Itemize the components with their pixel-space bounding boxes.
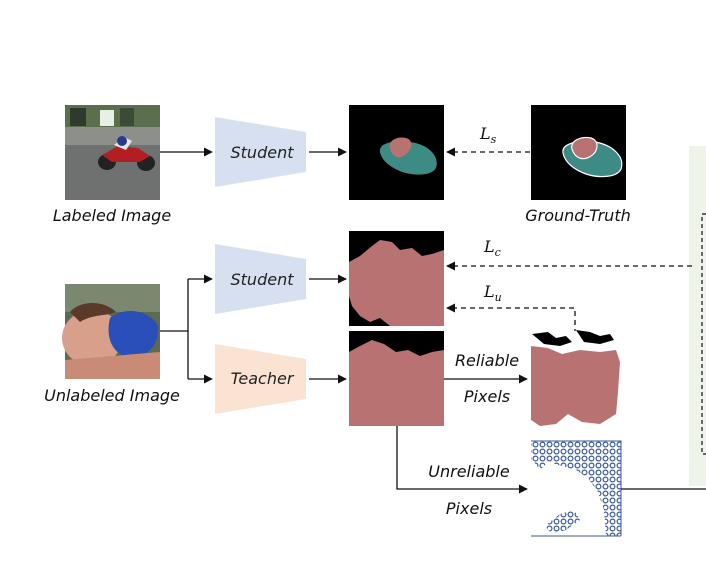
unlabeled-image-photo xyxy=(62,284,160,379)
student-mid-network xyxy=(215,244,306,314)
loss-c-label: Lc xyxy=(483,237,501,259)
loss-u-label: Lu xyxy=(483,282,502,304)
student-mid-label: Student xyxy=(231,270,295,289)
reliable-pixels-mask xyxy=(531,330,626,426)
loss-u-dashed-arrow xyxy=(446,303,576,334)
unlabeled-image-label: Unlabeled Image xyxy=(44,386,180,405)
side-panel-dashed-line xyxy=(701,213,706,455)
student-unlabeled-prediction-mask xyxy=(349,231,444,326)
ground-truth-label: Ground-Truth xyxy=(525,206,630,225)
reliable-label-1: Reliable xyxy=(455,351,519,370)
unreliable-label-1: Unreliable xyxy=(428,462,510,481)
teacher-prediction-mask xyxy=(349,331,444,426)
unreliable-label-2: Pixels xyxy=(446,499,492,518)
ground-truth-mask xyxy=(531,105,626,200)
teacher-label: Teacher xyxy=(231,369,295,388)
student-top-network xyxy=(215,117,306,187)
side-panel xyxy=(689,146,706,486)
reliable-label-2: Pixels xyxy=(464,387,510,406)
unlabeled-branch-connector xyxy=(160,279,189,379)
student-top-label: Student xyxy=(231,143,295,162)
arrow-unreliable xyxy=(396,426,528,494)
loss-s-label: Ls xyxy=(479,124,497,146)
labeled-prediction-mask xyxy=(349,105,444,200)
teacher-network xyxy=(215,344,306,414)
unreliable-pixels-mask xyxy=(531,440,622,537)
labeled-image-label: Labeled Image xyxy=(53,206,172,225)
labeled-image-photo xyxy=(65,105,160,200)
